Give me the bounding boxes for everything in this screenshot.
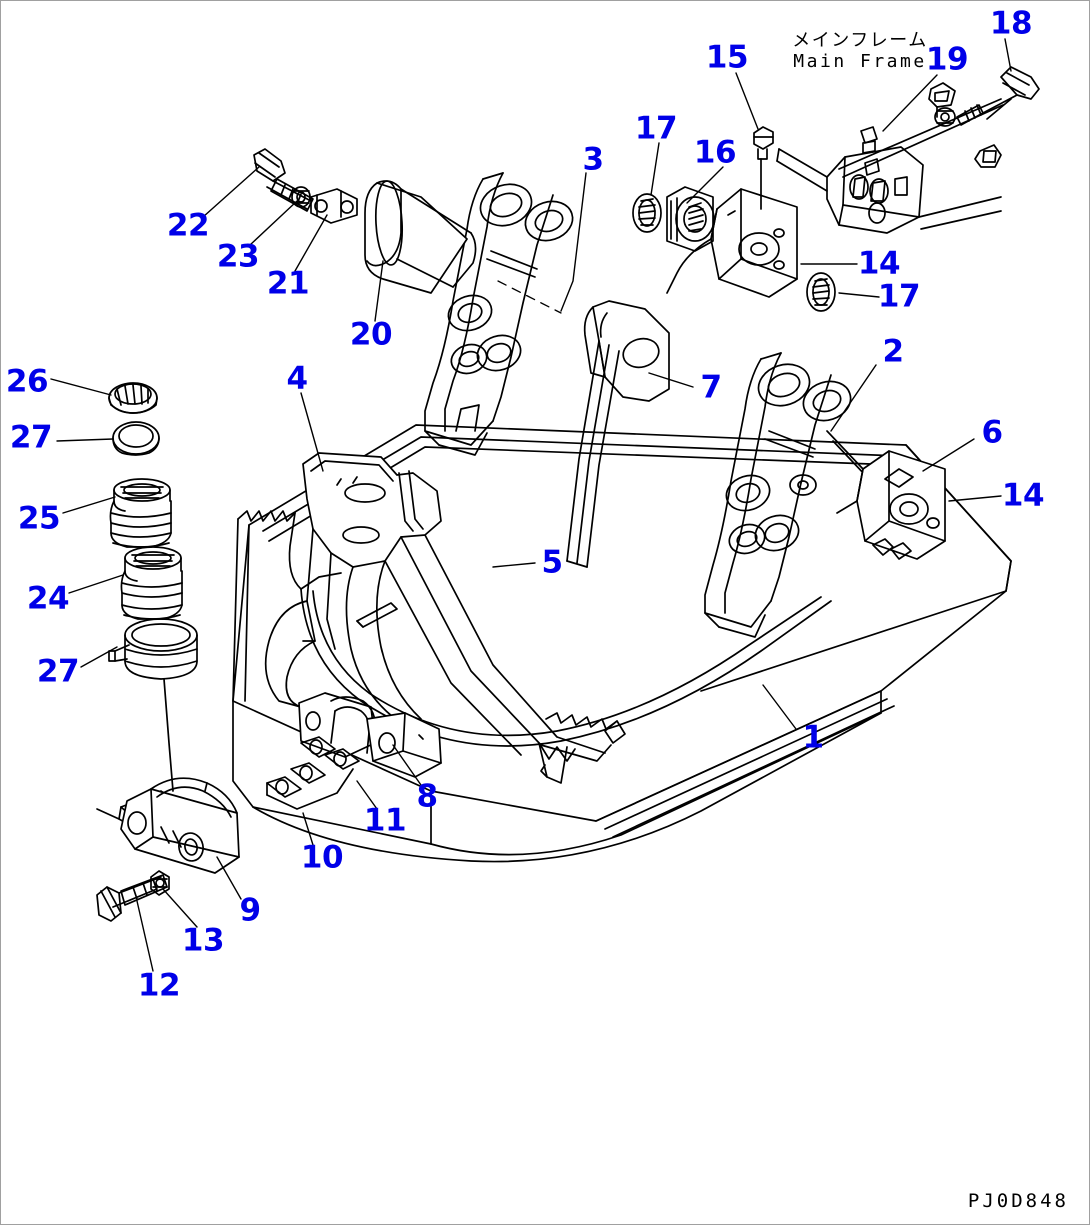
callout-21: 21 [266, 265, 310, 302]
linkage-clamp-19c [860, 126, 878, 154]
frame-bottom-tab [538, 742, 568, 784]
callout-14-upper: 14 [857, 245, 901, 282]
o-ring-27a [112, 421, 160, 456]
callout-6: 6 [981, 414, 1003, 451]
callout-5: 5 [541, 544, 563, 581]
callout-2: 2 [882, 333, 904, 370]
boot-24 [120, 546, 183, 620]
callout-4: 4 [286, 360, 308, 397]
pin-20 [364, 180, 477, 294]
callout-24: 24 [26, 580, 70, 617]
callout-17-lower: 17 [877, 278, 921, 315]
callout-20: 20 [349, 316, 393, 353]
right-mount-block-6-14 [856, 450, 946, 560]
callout-27-lower: 27 [36, 653, 80, 690]
callout-13: 13 [181, 922, 225, 959]
callout-14-lower: 14 [1001, 477, 1045, 514]
clamp-band-27b [108, 618, 198, 792]
left-arm-support-3 [424, 172, 574, 456]
main-frame-annotation-jp: メインフレーム [792, 29, 928, 51]
main-frame-inner-cavity [300, 572, 832, 747]
bolt-18 [956, 66, 1040, 126]
boot-25 [109, 478, 172, 548]
snap-ring-26 [108, 382, 158, 414]
bolt-22 [253, 148, 314, 212]
retainer-plate-21 [310, 188, 358, 224]
right-arm-support-2 [704, 352, 868, 638]
callout-8: 8 [416, 778, 438, 815]
callout-23: 23 [216, 238, 260, 275]
pivot-mount-block-14 [666, 188, 798, 298]
linkage-clamp-19d [974, 144, 1002, 168]
drawing-number: PJ0D848 [967, 1190, 1069, 1212]
callout-26: 26 [5, 363, 49, 400]
callout-12: 12 [137, 967, 181, 1004]
frame-right-tread-detail [540, 712, 626, 762]
callout-18: 18 [989, 5, 1033, 42]
callout-3: 3 [582, 141, 604, 178]
callout-22: 22 [166, 207, 210, 244]
ring-bushing-17a [632, 193, 662, 233]
callout-11: 11 [363, 802, 407, 839]
rod-end-ball [934, 107, 956, 127]
callout-17-upper: 17 [634, 110, 678, 147]
front-bracket-4 [264, 452, 612, 762]
bushing-16 [666, 186, 715, 252]
linkage-clamp-19b [928, 82, 956, 118]
callout-15: 15 [705, 39, 749, 76]
linkage-bracket-19 [776, 98, 1004, 234]
pivot-cap-9 [120, 777, 240, 874]
ring-bushing-17b [806, 272, 836, 312]
callout-10: 10 [300, 839, 344, 876]
bolt-12 [96, 874, 168, 922]
main-frame-annotation-en: Main Frame [793, 51, 927, 72]
shim-stack-11 [266, 736, 360, 810]
callout-16: 16 [693, 134, 737, 171]
callout-7: 7 [700, 369, 722, 406]
callout-27-upper: 27 [9, 419, 53, 456]
leader-lines [50, 38, 1012, 972]
frame-left-serrated-edge [232, 510, 302, 702]
grease-fitting-15 [753, 126, 774, 210]
main-frame-annotation: メインフレーム Main Frame [792, 30, 927, 72]
hidden-construction-line [497, 280, 562, 314]
callout-19: 19 [925, 41, 969, 78]
left-arm-plate-7 [566, 300, 670, 568]
callout-9: 9 [239, 892, 261, 929]
callout-25: 25 [17, 500, 61, 537]
callout-1: 1 [802, 719, 824, 756]
